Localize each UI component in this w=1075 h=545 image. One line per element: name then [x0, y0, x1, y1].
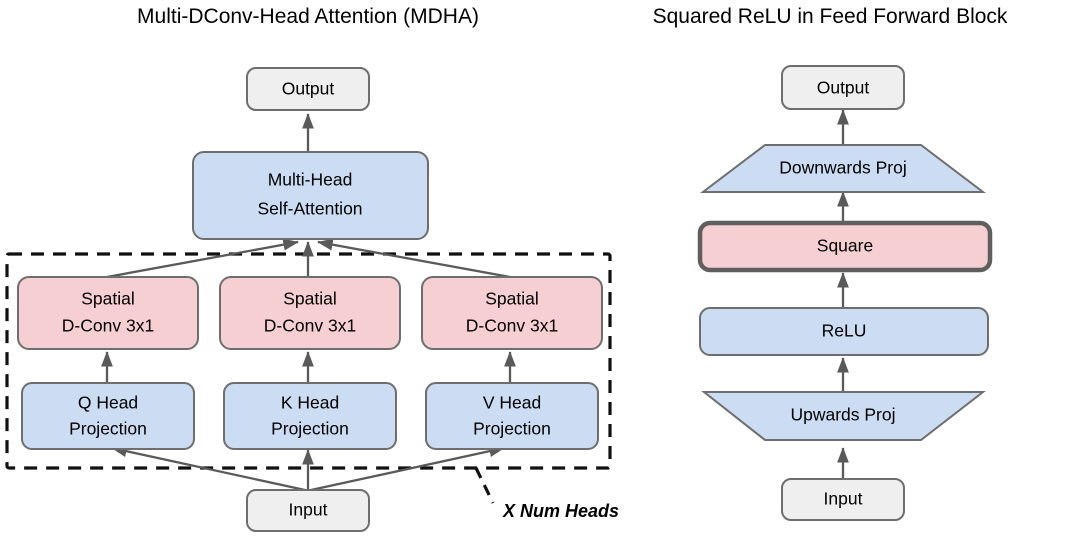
- node-upwards-proj[interactable]: Upwards Proj: [701, 391, 986, 441]
- node-spatial-dconv-k-line2: D-Conv 3x1: [264, 316, 356, 336]
- num-heads-leader-line: [474, 467, 495, 504]
- node-attention-label-line2: Self-Attention: [257, 199, 362, 219]
- node-q-head-projection-line2: Projection: [69, 419, 147, 439]
- arrow-v-dconv-to-attention: [317, 238, 511, 279]
- node-spatial-dconv-v-line1: Spatial: [485, 289, 539, 309]
- panel-title-mdha: Multi-DConv-Head Attention (MDHA): [137, 5, 479, 28]
- node-spatial-dconv-v[interactable]: Spatial D-Conv 3x1: [421, 276, 603, 350]
- node-q-head-projection[interactable]: Q Head Projection: [21, 382, 195, 450]
- node-mdha-input-label: Input: [289, 500, 328, 520]
- node-attention-label-line1: Multi-Head: [268, 170, 353, 190]
- num-heads-annotation-label: X Num Heads: [502, 501, 619, 521]
- node-square[interactable]: Square: [697, 220, 993, 273]
- node-v-head-projection[interactable]: V Head Projection: [425, 382, 599, 450]
- node-mdha-output-label: Output: [282, 79, 335, 99]
- arrow-input-to-v-projection: [310, 445, 505, 492]
- node-spatial-dconv-q-line2: D-Conv 3x1: [62, 316, 154, 336]
- node-ffn-output[interactable]: Output: [781, 65, 905, 110]
- node-v-head-projection-line2: Projection: [473, 419, 551, 439]
- node-downwards-proj[interactable]: Downwards Proj: [700, 144, 986, 193]
- num-heads-dashed-group: [5, 252, 612, 470]
- node-ffn-output-label: Output: [817, 78, 870, 98]
- arrow-input-to-q-projection: [111, 445, 306, 492]
- node-ffn-input-label: Input: [824, 489, 863, 509]
- node-k-head-projection[interactable]: K Head Projection: [223, 382, 397, 450]
- node-k-head-projection-line2: Projection: [271, 419, 349, 439]
- node-mdha-input[interactable]: Input: [246, 489, 370, 532]
- node-spatial-dconv-q-line1: Spatial: [81, 289, 135, 309]
- node-downwards-proj-label: Downwards Proj: [779, 158, 906, 178]
- node-ffn-input[interactable]: Input: [781, 478, 905, 521]
- node-spatial-dconv-v-line2: D-Conv 3x1: [466, 316, 558, 336]
- node-v-head-projection-line1: V Head: [483, 393, 541, 413]
- arrow-q-dconv-to-attention: [106, 238, 299, 279]
- panel-title-ffn: Squared ReLU in Feed Forward Block: [653, 5, 1008, 28]
- node-upwards-proj-label: Upwards Proj: [790, 405, 895, 425]
- node-relu[interactable]: ReLU: [699, 307, 989, 356]
- node-multi-head-self-attention[interactable]: Multi-Head Self-Attention: [192, 151, 429, 240]
- node-q-head-projection-line1: Q Head: [78, 393, 138, 413]
- node-spatial-dconv-k[interactable]: Spatial D-Conv 3x1: [219, 276, 401, 350]
- node-spatial-dconv-q[interactable]: Spatial D-Conv 3x1: [17, 276, 199, 350]
- node-spatial-dconv-k-line1: Spatial: [283, 289, 337, 309]
- node-square-label: Square: [817, 236, 873, 256]
- node-k-head-projection-line1: K Head: [281, 393, 339, 413]
- node-relu-label: ReLU: [822, 321, 867, 341]
- node-mdha-output[interactable]: Output: [246, 67, 370, 111]
